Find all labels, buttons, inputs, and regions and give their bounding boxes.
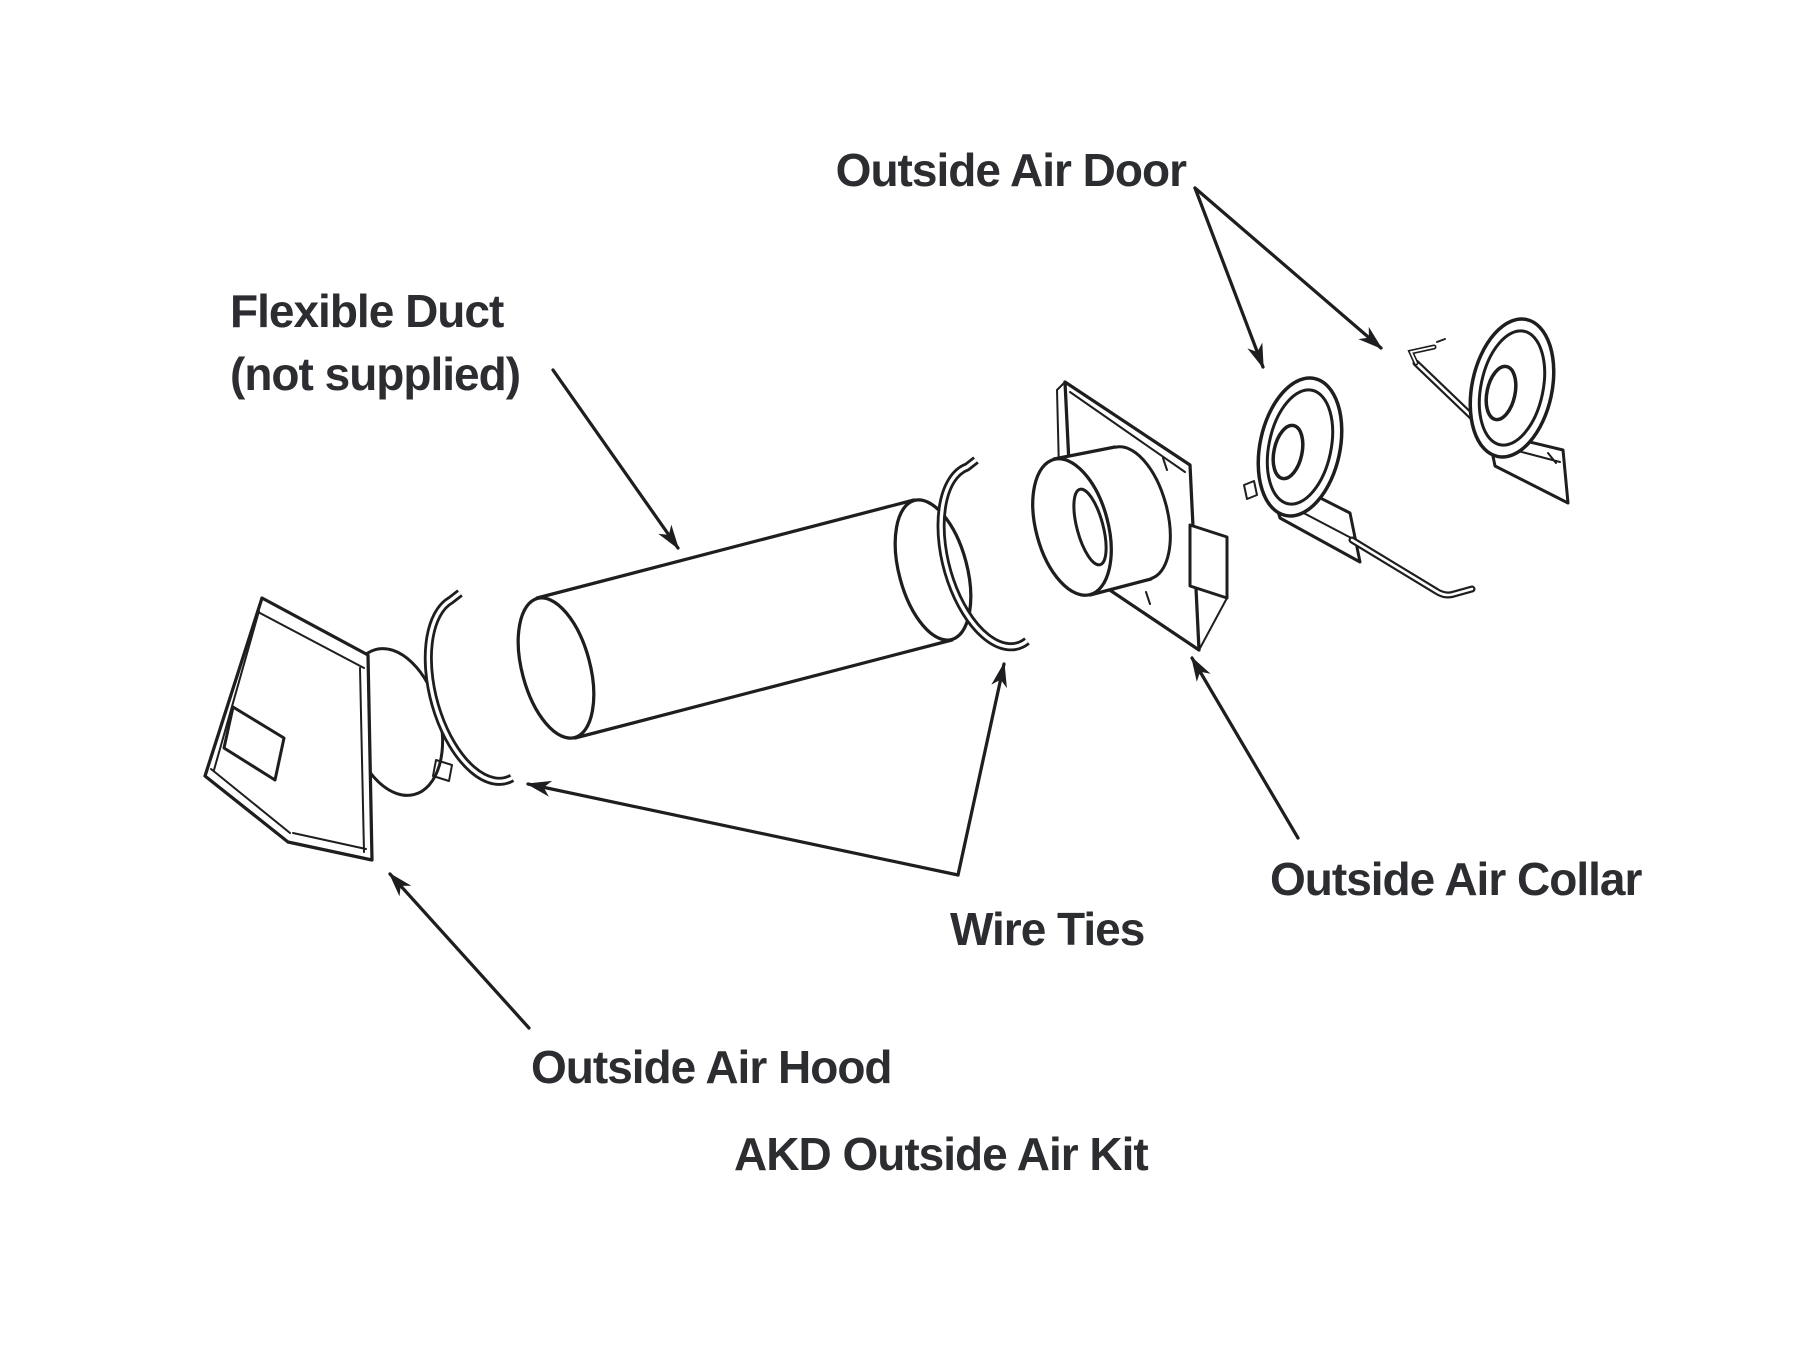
hood-collar-tab (432, 759, 453, 782)
label-flexible-duct-note: (not supplied) (230, 348, 520, 400)
leader-collar-arrow (1190, 656, 1300, 840)
outside-air-door-right (1407, 317, 1570, 505)
duct-top-edge (535, 498, 916, 600)
label-outside-air-door: Outside Air Door (836, 144, 1187, 196)
hood-vent-opening (222, 705, 286, 782)
label-flexible-duct: Flexible Duct (230, 285, 504, 337)
label-outside-air-collar: Outside Air Collar (1270, 853, 1642, 905)
outside-air-collar-part (1031, 380, 1229, 652)
collar-plate-flange (1188, 523, 1229, 600)
collar-opening (1072, 487, 1108, 567)
door-left-hub (1271, 423, 1305, 481)
label-wire-ties: Wire Ties (950, 903, 1144, 955)
wire-tie-left (423, 589, 515, 786)
door-right-hub (1484, 364, 1518, 422)
wire-tie-right (936, 456, 1030, 652)
outside-air-hood-part (203, 596, 453, 862)
outside-air-door-left (1243, 376, 1476, 599)
leader-door-left-arrow (1193, 186, 1265, 369)
duct-near-end (516, 596, 596, 740)
labels: Outside Air Door Flexible Duct (not supp… (230, 144, 1643, 1180)
leader-wire-tie-right-arrow (956, 662, 1007, 877)
diagram-title: AKD Outside Air Kit (734, 1128, 1148, 1180)
flexible-duct-part (516, 498, 973, 740)
leader-wire-tie-left-arrow (526, 780, 960, 877)
hood-body (203, 596, 374, 862)
leader-lines (388, 186, 1383, 1030)
door-left-rod (1348, 536, 1476, 599)
duct-bottom-edge (573, 638, 954, 740)
leader-hood-arrow (388, 872, 531, 1030)
leader-door-right-arrow (1193, 186, 1383, 350)
leader-flexible-duct-arrow (551, 368, 680, 550)
label-outside-air-hood: Outside Air Hood (531, 1041, 892, 1093)
